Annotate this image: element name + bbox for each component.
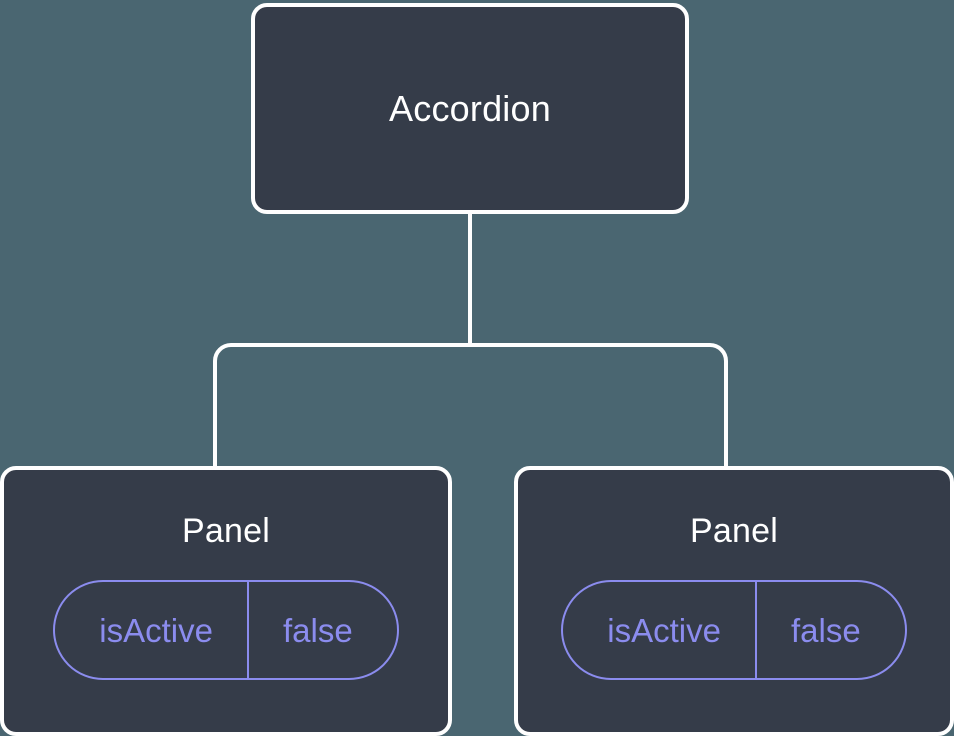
node-panel-2-label: Panel <box>690 512 778 550</box>
node-accordion-label: Accordion <box>389 87 551 129</box>
prop-key-isactive: isActive <box>99 611 213 649</box>
prop-key-isactive: isActive <box>607 611 721 649</box>
prop-value-isactive: false <box>246 582 397 678</box>
prop-value-isactive: false <box>754 582 905 678</box>
edge-to-left-panel <box>213 343 470 468</box>
edge-to-right-panel <box>470 343 728 468</box>
node-panel-2[interactable]: Panel isActive false <box>514 466 954 736</box>
node-panel-1-label: Panel <box>182 512 270 550</box>
prop-pill-panel-2[interactable]: isActive false <box>561 580 907 680</box>
node-accordion[interactable]: Accordion <box>251 3 689 214</box>
prop-pill-panel-1[interactable]: isActive false <box>53 580 399 680</box>
node-panel-1[interactable]: Panel isActive false <box>0 466 452 736</box>
